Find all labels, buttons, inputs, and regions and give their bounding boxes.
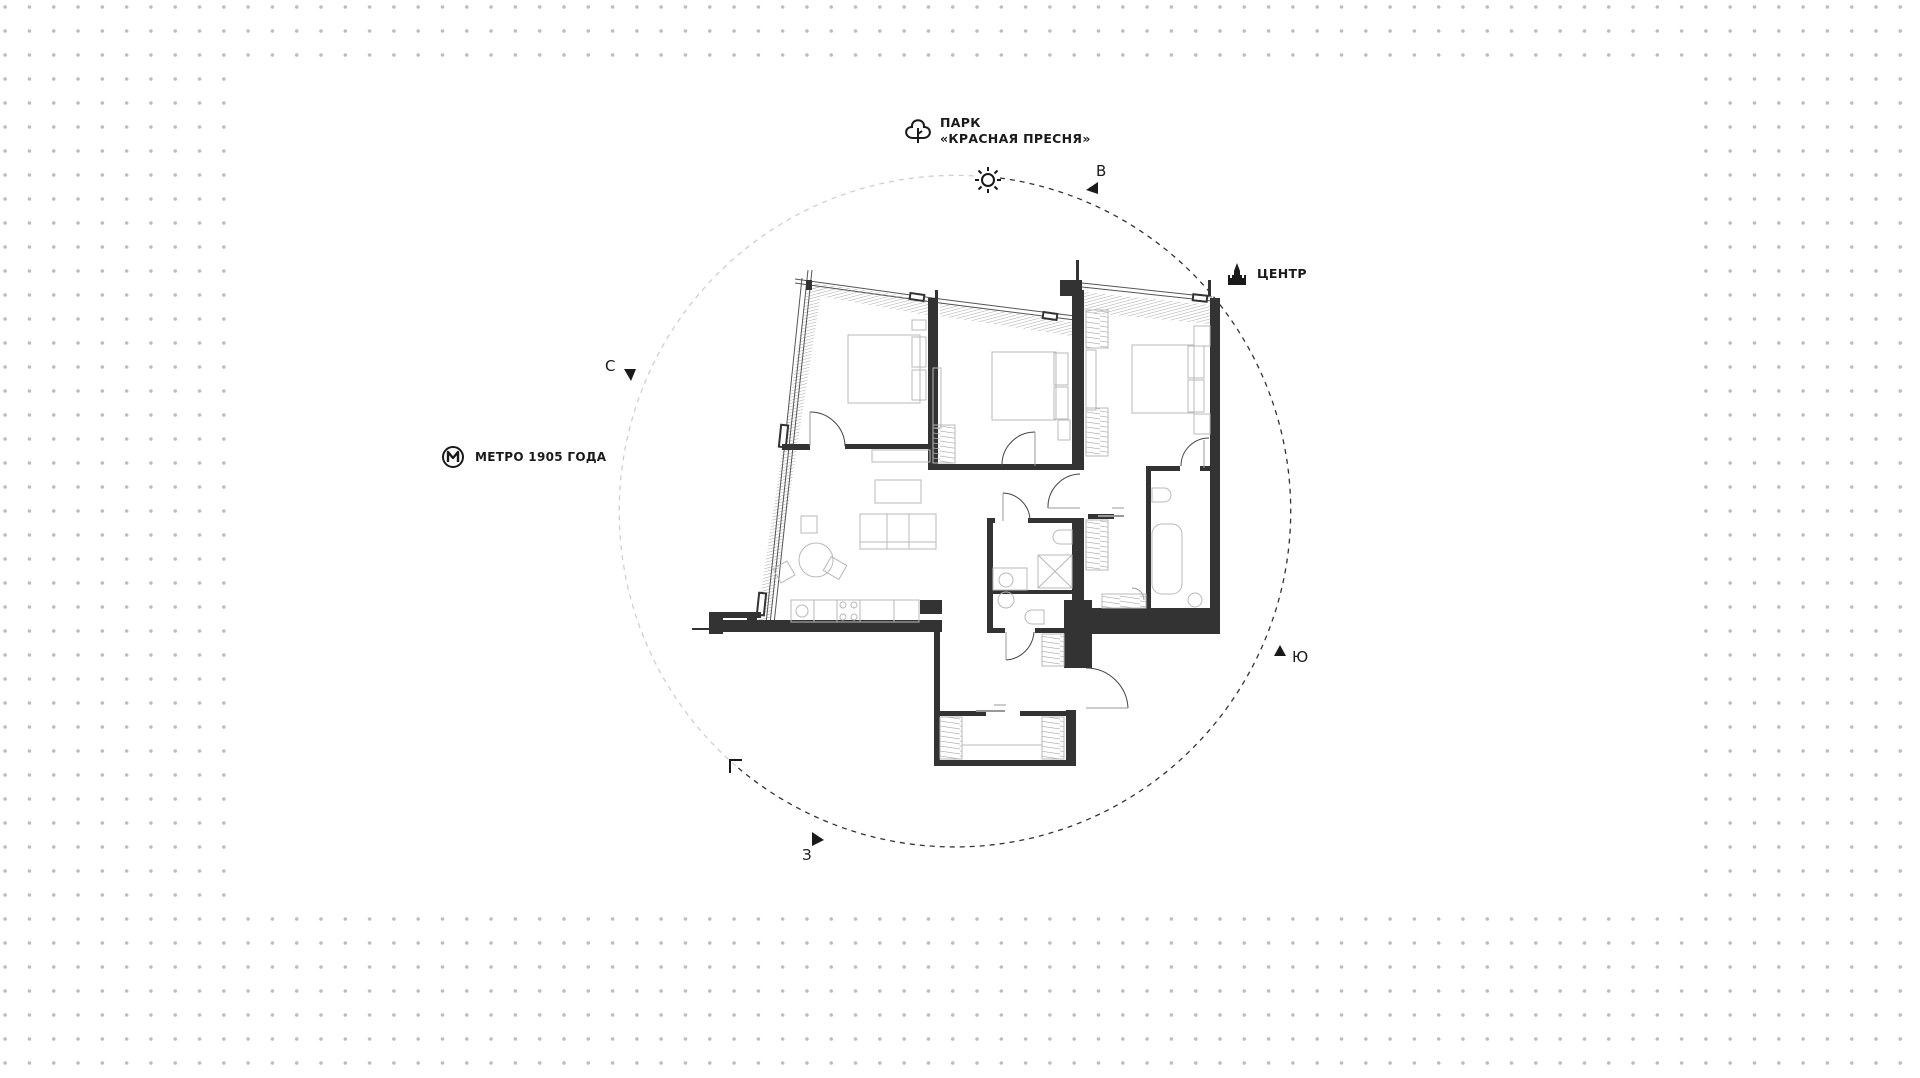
hall-shelf-3: [1041, 633, 1065, 667]
bath1-door: [1002, 492, 1031, 521]
orientation-circle: [618, 174, 1292, 848]
kitchen-counter: [790, 599, 920, 623]
north-arrow-icon: [624, 369, 636, 381]
east-arrow-icon: [1086, 182, 1098, 194]
storage-right: [1041, 716, 1065, 760]
bed-1: [847, 334, 921, 404]
center-label: ЦЕНТР: [1257, 266, 1307, 281]
window-frames: [755, 291, 1209, 617]
park-label-line1: ПАРК: [940, 115, 981, 130]
exterior-wall-hatch-left: [756, 282, 822, 624]
shelf-1: [932, 424, 956, 464]
walls: [692, 260, 1220, 766]
toilet-3: [1151, 487, 1172, 503]
bedroom2-door: [1001, 431, 1036, 467]
park-label: ПАРК «КРАСНАЯ ПРЕСНЯ»: [940, 115, 1091, 147]
park-label-line2: «КРАСНАЯ ПРЕСНЯ»: [940, 131, 1091, 146]
sun-icon: [975, 167, 1001, 193]
toilet-2: [1024, 609, 1045, 625]
dining-table: [798, 542, 834, 578]
corner-bracket-icon: [729, 759, 742, 773]
exterior-wall-hatch-top-left: [808, 282, 932, 316]
hall-shelf-2: [1101, 593, 1147, 609]
hall-shelf-1: [1085, 519, 1109, 571]
apartment-plan: [692, 260, 1220, 766]
shower: [1037, 554, 1073, 589]
metro-icon: [442, 446, 464, 468]
bedroom3-door: [1180, 437, 1210, 467]
tree-icon: [905, 119, 931, 143]
bedroom1-door: [809, 411, 846, 447]
kremlin-tower-icon: [1228, 263, 1246, 285]
sink-1: [998, 572, 1014, 588]
toilet-1: [1052, 529, 1073, 545]
wc-door: [1005, 631, 1035, 661]
south-arrow-icon: [1274, 645, 1286, 656]
compass-north: С: [605, 357, 616, 375]
exterior-wall-hatch-top-right: [1084, 292, 1210, 324]
wardrobe-3a: [1085, 309, 1109, 349]
compass-south: Ю: [1292, 648, 1309, 666]
storage-left: [939, 716, 963, 760]
compass-east: В: [1096, 162, 1107, 180]
doors[interactable]: [809, 411, 1210, 709]
hall-door: [1047, 473, 1081, 509]
compass-west: З: [802, 846, 812, 864]
wardrobe-3b: [1085, 407, 1109, 457]
furniture: [772, 309, 1211, 760]
metro-label: МЕТРО 1905 ГОДА: [475, 450, 607, 464]
exterior-wall-hatch-top-mid: [940, 302, 1072, 336]
bathtub: [1151, 523, 1183, 595]
sink-2: [997, 591, 1015, 609]
sink-3: [1187, 592, 1203, 608]
bed-2: [991, 351, 1057, 421]
sliding-door-arrows: [976, 507, 1124, 712]
bed-3: [1131, 344, 1195, 414]
sofa: [859, 513, 937, 550]
west-arrow-icon: [812, 832, 824, 846]
tv-stand: [874, 479, 922, 504]
entrance-door: [1085, 667, 1129, 709]
